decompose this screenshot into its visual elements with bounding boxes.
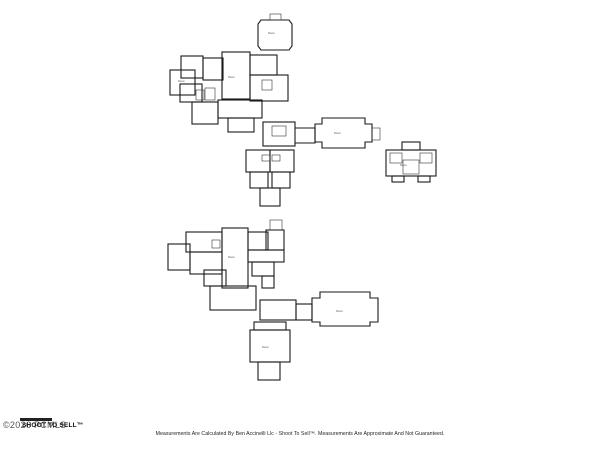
svg-text:Room: Room <box>400 163 407 167</box>
svg-text:Room: Room <box>268 31 275 35</box>
svg-text:Room: Room <box>178 79 185 83</box>
svg-text:Room: Room <box>336 309 343 313</box>
svg-text:Room: Room <box>334 131 341 135</box>
svg-text:Room: Room <box>228 75 235 79</box>
svg-text:Room: Room <box>228 255 235 259</box>
upper-floor-plan <box>169 13 437 207</box>
brand-logo: SHOOT TO SELL™ <box>22 422 84 429</box>
copyright-watermark: ©2026 PCMLS <box>3 420 67 430</box>
room-labels: Room Room Room Room Room Room Room Room <box>178 31 407 349</box>
svg-text:Room: Room <box>262 345 269 349</box>
brand-logo-bar <box>20 418 52 421</box>
lower-floor-plan <box>167 219 379 381</box>
measurements-disclaimer: Measurements Are Calculated By Ben Accin… <box>155 431 445 437</box>
